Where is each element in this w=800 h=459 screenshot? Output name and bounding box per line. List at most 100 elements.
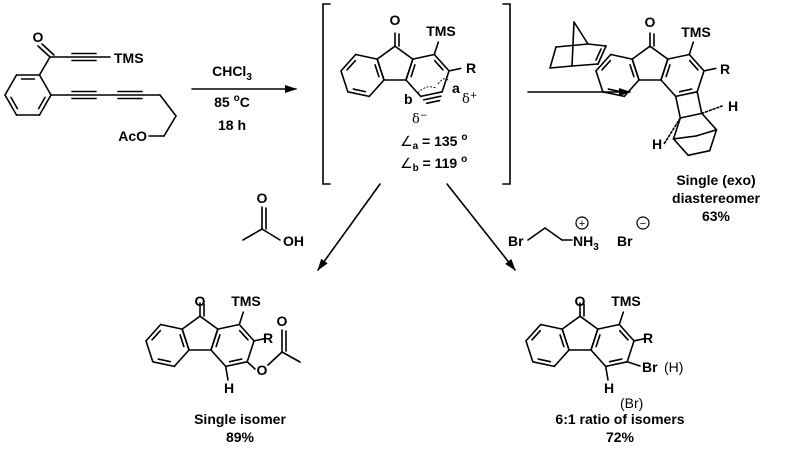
benzene-ring-bond [181,328,190,351]
double-bond-line [346,59,357,71]
r-bond [448,67,462,72]
six-ring-bond [618,323,635,342]
six-ring-bond [596,323,621,330]
norbornane-bond [672,138,690,157]
partial-positive: δ+ [462,91,477,107]
bond [38,56,51,76]
benzene-ring-bond [561,328,570,351]
six-ring-bond [405,79,422,98]
double-bond-line [531,329,542,341]
double-bond-line [215,334,221,348]
alkyl-chain-bond [159,94,177,117]
product-description: Single (exo) [676,172,755,188]
product-description: diastereomer [672,190,760,206]
six-ring-bond [688,53,705,72]
six-ring-bond [246,340,255,363]
aryne-label-a: a [452,80,460,96]
benzene-ring-bond [601,91,626,98]
norbornane-bond [672,117,682,140]
norbornane-bond [700,112,718,131]
atom-label: Br [508,233,524,249]
norbornane-bond [687,149,711,157]
carbonyl-double-line [41,43,55,56]
six-ring-bond [696,70,705,93]
atom-label: TMS [231,293,261,309]
tms-bond [688,41,695,56]
benzene-ring-bond [609,53,634,60]
double-bond-line [238,329,249,341]
atom-label: O [277,313,288,329]
reagent-bromoethylammonium-bromide: Br NH3 + Br − [508,216,650,253]
atom-label: O [257,362,268,378]
multiple-bond-line [422,95,442,101]
angle-a: ∠a = 135 o [400,132,467,152]
five-ring-bond [579,315,599,330]
six-ring-bond [674,91,699,98]
product-acetate: O TMS R O O H Single isomer 89% [145,293,301,445]
benzene-ring-bond [173,349,190,368]
atom-label: O [575,293,586,309]
hashed-bond [700,105,723,115]
acetyl-bond [267,351,283,366]
five-ring-bond [649,45,669,60]
double-bond-line [352,88,367,93]
starting-material: O TMS AcO [4,29,177,144]
norbornane-bridge-bond [695,129,718,137]
product-bromide: O TMS R Br (H) H (Br) 6:1 ratio of isome… [525,293,685,445]
norbornene-bridge-bond [571,21,575,67]
tms-bond [433,41,440,56]
aryne-label-b: b [404,91,413,107]
five-ring-bond [199,315,219,330]
norbornene-bond [549,65,573,69]
r-bond [633,337,647,342]
benzene-ring-bond [145,323,162,342]
atom-label: H [604,380,614,396]
benzene-ring-bond [159,323,183,330]
condition-solvent: CHCl3 [212,63,252,83]
product-norbornene-adduct: O TMS R H H Single (exo) diastereomer 63… [595,14,761,224]
double-bond-line [37,96,46,110]
atom-label: H [728,98,738,114]
benzene-ring-bond [631,58,640,81]
atom-label: R [643,330,653,346]
norbornene-reagent [549,21,607,69]
benzene-ring-bond [623,79,640,98]
atom-label: R [466,60,476,76]
six-ring-bond [217,323,241,330]
atom-label: OH [283,233,304,249]
six-ring-bond [590,328,599,351]
benzene-ring-bond [368,79,385,98]
benzene-ring-bond [340,53,357,72]
benzene-ring-bond [145,340,154,363]
five-ring-bond [181,315,201,330]
double-bond-line [595,48,602,61]
condition-temperature: 85 oC [214,93,250,110]
product-yield: 89% [226,429,255,445]
double-bond-line [179,334,185,348]
norbornene-bond [555,43,589,48]
aryne-intermediate: O TMS R a b δ+ δ− ∠a = 135 o ∠b = 119 o [340,12,477,174]
benzene-ring-bond [4,74,18,96]
six-ring-bond [433,53,450,72]
six-ring-bond [660,79,677,98]
benzene-ring-bond [340,70,349,93]
product-description: 6:1 ratio of isomers [555,411,684,427]
atom-label: H [652,136,662,152]
double-bond-line [374,64,380,78]
double-bond-line [629,64,635,78]
product-bonds [595,32,723,157]
atom-label: O [645,14,656,30]
acetic-acid-bonds [242,206,281,241]
h-bond [224,365,229,381]
benzene-ring-bond [553,349,570,368]
alkyl-chain-bond [163,115,177,137]
atom-label: NH3 [573,233,599,253]
atom-label: Br [642,359,658,375]
ester-bond [246,360,256,370]
intermediate-bonds [340,32,462,105]
norbornene-bond [587,43,607,47]
benzene-ring-bond [539,323,564,330]
six-ring-bond [590,349,607,368]
double-bond-line [601,59,612,71]
